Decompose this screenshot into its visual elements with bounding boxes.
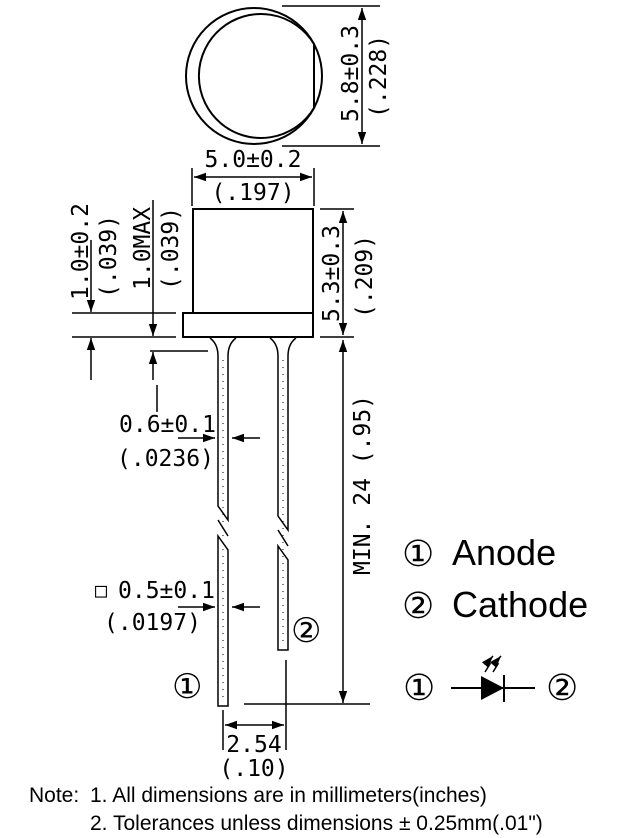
pin1-label: ① xyxy=(172,667,202,707)
led-schematic: ① ② xyxy=(403,655,578,709)
note-prefix: Note: xyxy=(29,784,79,807)
legend-label-anode: Anode xyxy=(452,532,556,573)
dim-lead-round-mm: 0.6±0.1 xyxy=(119,412,216,438)
dim-lead-square-mm: 0.5±0.1 xyxy=(118,578,215,604)
pin2-label: ② xyxy=(291,611,321,651)
notes: Note: 1. All dimensions are in millimete… xyxy=(29,784,543,835)
dim-pitch-inch: (.10) xyxy=(219,756,288,782)
square-symbol: □ xyxy=(95,578,107,602)
symbol-pin2: ② xyxy=(546,668,578,709)
dim-body-height-mm: 5.3±0.3 xyxy=(319,225,345,322)
dim-flange-thickness-mm: 1.0±0.2 xyxy=(68,203,94,300)
dim-lead-round-inch: (.0236) xyxy=(117,446,214,472)
lead-cathode xyxy=(269,337,297,651)
dim-lead-length: MIN. 24 (.95) xyxy=(350,395,376,575)
dim-flange-diameter-inch: (.228) xyxy=(366,35,392,118)
top-view: 5.8±0.3 (.228) xyxy=(185,5,392,147)
dim-standoff-mm: 1.0MAX xyxy=(130,207,156,290)
lead-anode xyxy=(209,337,237,707)
dim-flange-thickness-inch: (.039) xyxy=(96,215,122,298)
legend-marker-2: ② xyxy=(402,586,434,627)
legend-marker-1: ① xyxy=(402,534,434,575)
dim-standoff-inch: (.039) xyxy=(158,207,184,290)
led-body xyxy=(192,208,314,314)
led-flange xyxy=(182,312,314,338)
dim-body-diameter-inch: (.197) xyxy=(211,180,294,206)
legend-label-cathode: Cathode xyxy=(452,584,588,625)
dim-pitch-mm: 2.54 xyxy=(226,732,281,758)
dim-flange-diameter-mm: 5.8±0.3 xyxy=(338,25,364,122)
led-diode-symbol-icon xyxy=(451,655,535,702)
flange-outline xyxy=(185,7,323,145)
pin-legend: ① Anode ② Cathode xyxy=(402,532,588,627)
dim-lead-square-inch: (.0197) xyxy=(104,610,201,636)
symbol-pin1: ① xyxy=(403,668,435,709)
dim-body-diameter-mm: 5.0±0.2 xyxy=(205,147,302,173)
body-outline-flat xyxy=(197,13,315,139)
note-line-2: 2. Tolerances unless dimensions ± 0.25mm… xyxy=(90,812,543,835)
note-line-1: 1. All dimensions are in millimeters(inc… xyxy=(90,784,487,807)
side-view: 5.0±0.2 (.197) 5.3±0.3 (.209) 1.0±0.2 (.… xyxy=(68,147,378,782)
dim-body-height-inch: (.209) xyxy=(352,235,378,318)
